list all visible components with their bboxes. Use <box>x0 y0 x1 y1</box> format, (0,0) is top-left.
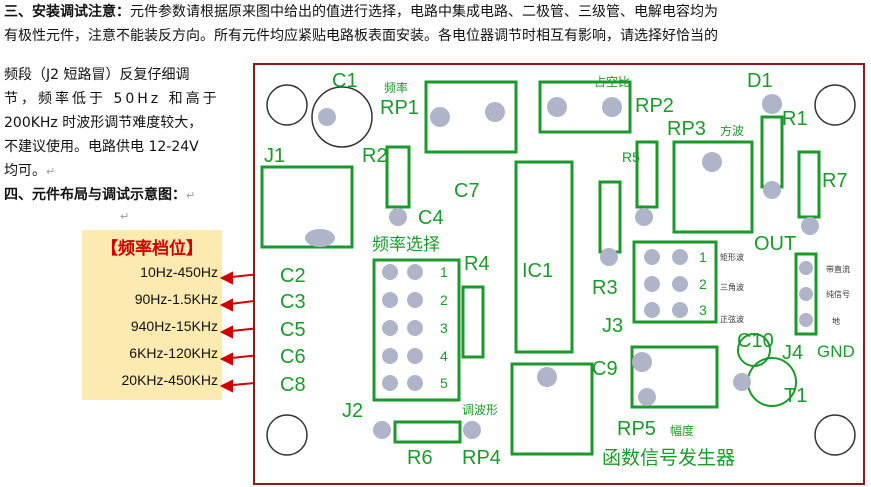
label-duty: 占空比 <box>594 74 630 89</box>
legend-range: 940Hz-15KHz <box>130 318 218 334</box>
label-amp: 幅度 <box>670 423 694 438</box>
label-j3: J3 <box>602 315 623 337</box>
label-j4: J4 <box>782 342 803 364</box>
sec3-line4: 节，频率低于 50Hz 和高于 <box>4 91 220 107</box>
label-rp3: RP3 <box>667 118 706 140</box>
label-cap: C3 <box>280 291 306 313</box>
label-cap: C8 <box>280 374 306 396</box>
label-c4: C4 <box>418 207 444 229</box>
j2-pin: 4 <box>440 348 448 364</box>
label-ic1: IC1 <box>522 260 553 282</box>
paragraph-mark: ↵ <box>120 210 130 223</box>
j2-pin: 1 <box>440 264 448 280</box>
j2-pin: 5 <box>440 375 448 391</box>
label-rp2: RP2 <box>635 95 674 117</box>
label-rp5: RP5 <box>617 418 656 440</box>
legend-range: 90Hz-1.5KHz <box>134 291 218 307</box>
label-r6: R6 <box>407 447 433 469</box>
board-title: 函数信号发生器 <box>602 447 735 469</box>
legend-title: 【频率档位】 <box>101 239 203 259</box>
j4-pin-label: 纯信号 <box>826 289 850 299</box>
label-cap: C2 <box>280 265 306 287</box>
label-rp4: RP4 <box>462 447 501 469</box>
label-j2: J2 <box>342 400 363 422</box>
j3-pin: 2 <box>699 276 707 292</box>
sec4-heading: 四、元件布局与调试示意图：↵ <box>4 187 196 203</box>
j3-wave-label: 三角波 <box>720 282 744 292</box>
label-c9: C9 <box>592 358 618 380</box>
j3-pin: 3 <box>699 302 707 318</box>
j2-pin: 2 <box>440 292 448 308</box>
sec3-line5: 200KHz 时波形调节难度较大， <box>4 115 203 131</box>
label-r2: R2 <box>362 145 388 167</box>
sec3-line3: 频段（J2 短路冒）反复仔细调 <box>4 67 190 83</box>
label-freq: 频率 <box>384 80 408 95</box>
sec3-line6: 不建议使用。电路供电 12-24V <box>4 139 199 155</box>
legend-range: 6KHz-120KHz <box>129 345 218 361</box>
sec3-line2: 有极性元件，注意不能装反方向。所有元件均应紧贴电路板表面安装。各电位器调节时相互… <box>4 28 718 44</box>
label-rp1: RP1 <box>380 97 419 119</box>
sec3-line7: 均可。↵ <box>4 163 56 179</box>
j3-wave-label: 矩形波 <box>720 252 744 262</box>
label-r5: R5 <box>622 149 640 165</box>
j4-pin-label: 带直流 <box>826 264 850 274</box>
label-freq-select: 频率选择 <box>372 235 440 254</box>
label-wave: 调波形 <box>462 403 498 417</box>
label-r1: R1 <box>782 108 808 130</box>
label-cap: C5 <box>280 319 306 341</box>
legend-range: 20KHz-450KHz <box>121 372 219 388</box>
label-r3: R3 <box>592 277 618 299</box>
label-c10: C10 <box>737 330 774 352</box>
legend-range: 10Hz-450Hz <box>140 264 218 280</box>
frequency-legend: 【频率档位】 10Hz-450Hz 90Hz-1.5KHz 940Hz-15KH… <box>82 230 222 400</box>
pcb-layout-diagram: C1 频率 RP1 占空比 RP2 D1 RP3 方波 R1 R7 J1 R2 … <box>253 63 865 485</box>
label-out: OUT <box>754 233 796 255</box>
label-c1: C1 <box>332 70 358 92</box>
sec3-line1: 三、安装调试注意：元件参数请根据原来图中给出的值进行选择，电路中集成电路、二极管… <box>4 4 718 20</box>
label-gnd: GND <box>817 342 855 361</box>
label-cap: C6 <box>280 346 306 368</box>
label-square: 方波 <box>720 123 744 138</box>
label-r7: R7 <box>822 170 848 192</box>
j4-pin-label: 地 <box>832 316 840 326</box>
label-j1: J1 <box>264 145 285 167</box>
j2-pin: 3 <box>440 320 448 336</box>
label-d1: D1 <box>747 70 773 92</box>
label-r4: R4 <box>464 253 490 275</box>
j3-wave-label: 正弦波 <box>720 314 744 324</box>
j3-pin: 1 <box>699 249 707 265</box>
label-c7: C7 <box>454 180 480 202</box>
label-t1: T1 <box>784 385 807 407</box>
